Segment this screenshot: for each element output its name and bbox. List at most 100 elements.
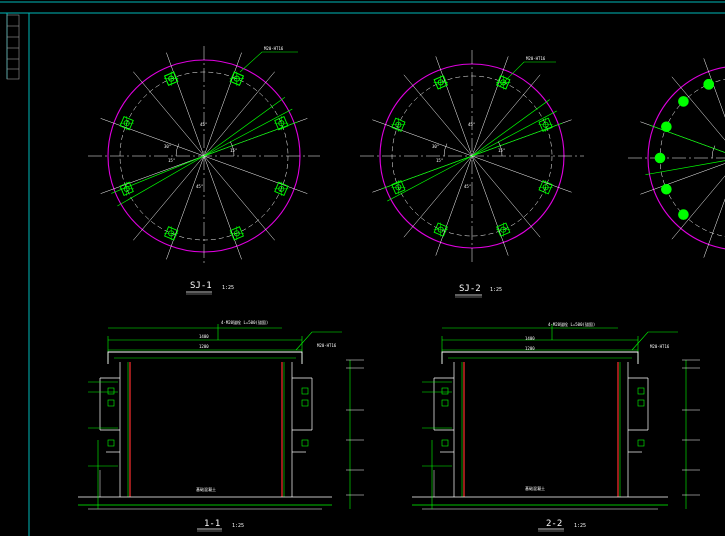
angle-line: [471, 99, 550, 157]
radial-line: [671, 175, 725, 240]
cap-leader: [631, 331, 678, 351]
scale-2-2: 1:25: [574, 523, 586, 529]
anchor-bolt: [496, 222, 511, 237]
radial-line: [471, 74, 541, 157]
radial-line: [372, 119, 473, 157]
radial-line: [671, 76, 725, 141]
sec11-inner-dim: 1200: [199, 344, 209, 349]
radial-line: [166, 155, 205, 260]
radial-line: [403, 155, 473, 238]
radial-line: [203, 155, 275, 241]
ledge-bolt: [441, 387, 449, 395]
title-block-column: [6, 14, 20, 80]
leader-sj1-text: M20-HT16: [264, 46, 284, 51]
title-sj1: SJ-1 1:25: [186, 281, 234, 295]
angle-label: 15°: [436, 158, 443, 163]
anchor-bolt: [391, 117, 406, 132]
radial-line: [133, 71, 205, 157]
section-view-1-1: [78, 324, 364, 510]
anchor-bolt: [661, 121, 672, 133]
angle-label: 45°: [468, 122, 475, 127]
anchor-bolt: [164, 226, 179, 241]
radial-line: [203, 52, 242, 157]
sec11-center-label: 基础混凝土: [196, 486, 216, 492]
ledge-bolt: [107, 439, 115, 447]
anchor-bolt: [654, 152, 666, 164]
ledge-bolt: [301, 439, 309, 447]
plan-view-sj3-partial: [628, 58, 725, 258]
ledge-bolt: [107, 399, 115, 407]
anchor-bolt: [538, 117, 553, 132]
angle-arc: [175, 143, 180, 157]
anchor-bolt: [433, 222, 448, 237]
radial-line: [471, 155, 572, 193]
cap-plate: [441, 351, 639, 364]
anchor-bolt: [678, 96, 689, 107]
anchor-bolt: [391, 180, 406, 195]
anchor-bolt: [274, 181, 289, 196]
sec22-inner-dim: 1200: [525, 346, 535, 351]
radial-line: [166, 52, 205, 157]
angle-line: [645, 160, 725, 176]
angle-line: [203, 121, 299, 157]
radial-line: [471, 56, 509, 157]
ledge-bolt: [301, 399, 309, 407]
title-sj2: SJ-2 1:25: [455, 284, 502, 298]
angle-arc: [443, 143, 448, 157]
radial-line: [640, 163, 725, 195]
radial-line: [403, 74, 473, 157]
ledge-bolt: [441, 439, 449, 447]
ledge-bolt: [301, 387, 309, 395]
angle-arc: [230, 141, 235, 157]
ledge-bolt: [637, 387, 645, 395]
angle-label: 45°: [200, 122, 207, 127]
angle-label: 45°: [196, 184, 203, 189]
anchor-bolt: [703, 79, 715, 90]
sec11-leader-text: M20-HT16: [317, 343, 337, 348]
radial-line: [203, 155, 242, 260]
angle-label: 15°: [168, 158, 175, 163]
cap-plate: [107, 351, 303, 364]
radial-line: [703, 58, 725, 118]
angle-label: 15°: [230, 148, 237, 153]
anchor-bolt: [274, 116, 289, 131]
leader-sj2-text: M20-HT16: [526, 56, 546, 61]
anchor-bolt: [538, 180, 553, 195]
section-view-2-2: [412, 324, 700, 510]
ledge-bolt: [637, 399, 645, 407]
angle-line: [203, 108, 293, 157]
angle-line: [471, 122, 563, 157]
angle-label: 45°: [464, 184, 471, 189]
angle-label: 30°: [432, 144, 439, 149]
scale-1-1: 1:25: [232, 523, 244, 529]
radial-line: [203, 71, 275, 157]
sec22-leader-text: M20-HT16: [650, 344, 670, 349]
plan-view-sj1: 45° 30° 15° 45° 15°: [88, 46, 320, 266]
radial-line: [435, 155, 473, 256]
angle-line: [111, 155, 205, 194]
outer-ring: [647, 66, 725, 250]
ledge-bolt: [107, 387, 115, 395]
angle-label: 30°: [164, 144, 171, 149]
radial-line: [100, 118, 205, 157]
angle-label: 15°: [498, 148, 505, 153]
radial-line: [435, 56, 473, 157]
radial-line: [703, 198, 725, 258]
ledge-bolt: [637, 439, 645, 447]
title-2-2-text: 2-2: [546, 519, 562, 529]
ledge-bolt: [441, 399, 449, 407]
angle-line: [117, 155, 205, 207]
sec22-center-label: 基础混凝土: [525, 485, 545, 491]
anchor-bolt: [229, 71, 244, 86]
bolt-circle: [659, 79, 725, 237]
sec22-top-label: 4-M20锚栓 L=500(锚固): [548, 321, 595, 327]
anchor-bolt: [661, 183, 672, 195]
title-2-2: 2-2 1:25: [538, 519, 586, 532]
sec11-total-dim: 1400: [199, 334, 209, 339]
leader-sj2: M20-HT16: [499, 56, 556, 87]
scale-sj1: 1:25: [222, 285, 234, 291]
angle-line: [381, 155, 473, 190]
radial-line: [203, 155, 308, 194]
